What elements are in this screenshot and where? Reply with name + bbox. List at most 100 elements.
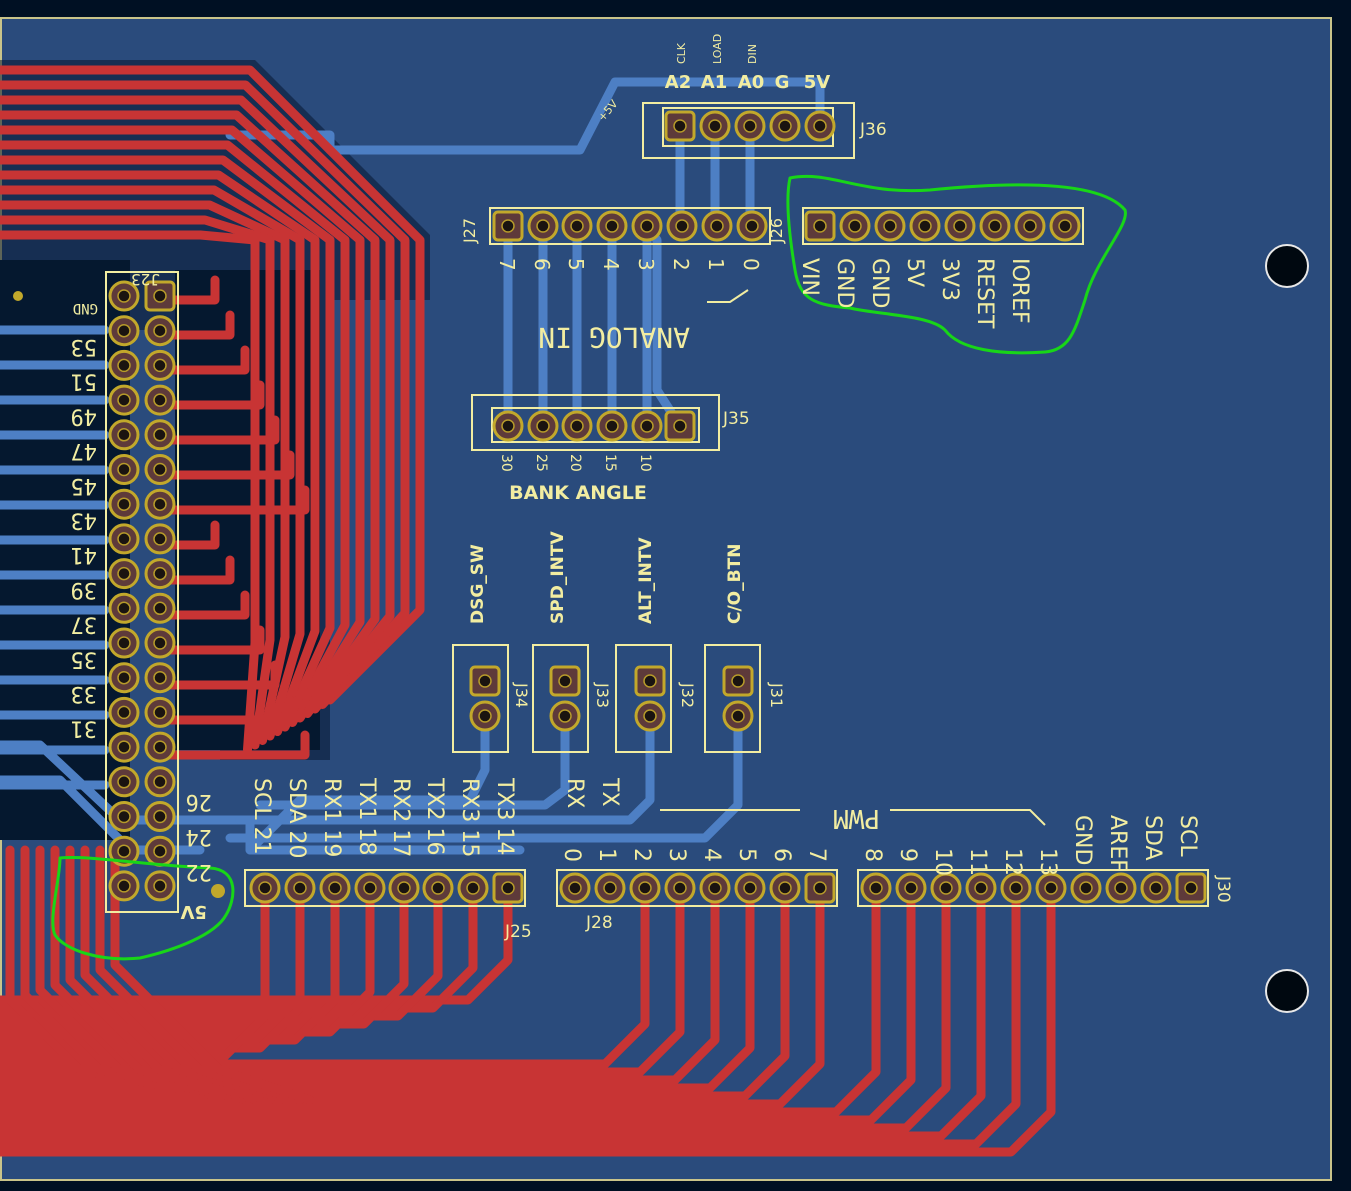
trace-mega-bus [0,740,525,855]
pad-drill [1184,881,1198,895]
j27-ref: J27 [460,218,479,244]
pad-drill [153,601,167,616]
pad-drill [153,462,167,477]
via [211,884,225,898]
j36-label-clk: CLK [675,42,688,64]
trace-bottom-fan [0,883,478,1013]
trace-5v [225,77,825,155]
j36-pin-a1: A1 [701,72,727,93]
pad-drill [974,881,988,895]
pad-drill [153,636,167,650]
trace-bottom-fan [0,883,986,1141]
pad-drill [1079,881,1093,895]
pad-drill [117,809,131,824]
pad-drill [1114,881,1128,895]
five-v-pin-highlight [51,856,235,961]
power-pin-label: GND [832,258,857,308]
pad-drill [153,670,167,685]
pad-drill [153,566,167,581]
bank-angle-pin-label: 10 [637,454,653,472]
j23-5v-label: 5V [180,901,207,922]
trace-mega-fan [155,625,265,655]
pad-drill [731,674,745,688]
digital-pin-label: GND [1070,815,1095,865]
pad-drill [988,219,1002,233]
mounting-hole [1265,969,1309,1013]
pad-drill [117,844,131,858]
comm-pin-label: SCL 21 [249,778,274,855]
pad-drill [117,601,131,616]
pad-drill [153,323,167,338]
pad-drill [536,219,550,233]
pad-drill [153,740,167,754]
trace-mega-bundle [0,80,410,709]
pad-drill [153,844,167,858]
digital-pin-label: 6 [769,848,794,862]
pad-drill [536,419,550,433]
pad-drill [710,219,724,233]
mega-pin-label: 35 [71,646,98,671]
trace-mega-fan [155,660,280,690]
j23-ref: J23 [131,270,160,289]
trace-mega-fan [155,555,235,585]
pad-drill [117,393,131,407]
pad-drill [568,881,582,895]
trace-bottom-fan [0,883,720,1085]
pad-drill [673,881,687,895]
digital-pin-label: 1 [594,848,619,862]
trace-mega-fan [155,730,310,760]
silkscreen-labels: A2 A1 A0 G 5V CLK LOAD DIN J36 +5V J27 J… [71,34,1234,942]
pad-drill [848,219,862,233]
trace-switch [235,711,655,825]
switch-labels: DSG_SWJ34SPD_INTVJ33ALT_INTVJ32C/O_BTNJ3… [468,531,786,709]
pad-drill [640,219,654,233]
trace-mega-bundle [0,185,305,741]
pad-drill [328,881,342,895]
pad-drill [117,566,131,581]
pad-drill [673,419,687,433]
j28-ref: J28 [585,913,613,933]
pad-drill [363,881,377,895]
pad-drill [558,674,572,688]
trace-mega-bundle [0,170,320,736]
pwm-label: PWM [833,803,880,833]
bank-angle-title: BANK ANGLE [509,482,647,504]
trace-bottom-fan [0,883,881,1117]
pad-drill [1149,881,1163,895]
trace-bottom-fan [0,883,755,1093]
power-pin-label: RESET [972,258,997,329]
bank-angle-pin-label: 20 [567,454,583,472]
trace-mega-fan [155,345,250,375]
mega-pin-label: 37 [71,612,98,637]
digital-pin-label: 3 [664,848,689,862]
pad-drill [605,219,619,233]
pad-drill [918,219,932,233]
pad-drill [743,881,757,895]
power-pin-label: 5V [902,258,927,287]
trace-mega-bundle [0,230,260,754]
comm-pin-label: SDA 20 [284,778,309,859]
mega-pin-label: 49 [71,403,98,428]
comm-pin-label: RX3 15 [457,778,482,857]
trace-left-fan [110,845,315,1105]
trace-bottom-fan [0,883,916,1125]
j25-ref: J25 [504,922,532,942]
pad-drill [153,879,167,893]
trace-mega-fan [155,380,265,410]
trace-bottom-fan [0,883,790,1101]
j36-pin-a0: A0 [738,72,764,93]
j36-label-load: LOAD [711,34,724,64]
bank-angle-pin-label: 25 [533,454,549,472]
mega-pin-label: 41 [71,542,98,567]
pad-drill [117,775,131,789]
j35-ref: J35 [722,409,750,429]
mega-pin-label: 31 [71,716,98,741]
pad-drill [117,705,131,720]
mega-pin-label: 26 [186,789,213,814]
pad-drill [953,219,967,233]
digital-pin-label: SCL [1175,815,1200,857]
trace-bottom-fan [0,883,270,1061]
switch-label: DSG_SW [468,544,488,624]
